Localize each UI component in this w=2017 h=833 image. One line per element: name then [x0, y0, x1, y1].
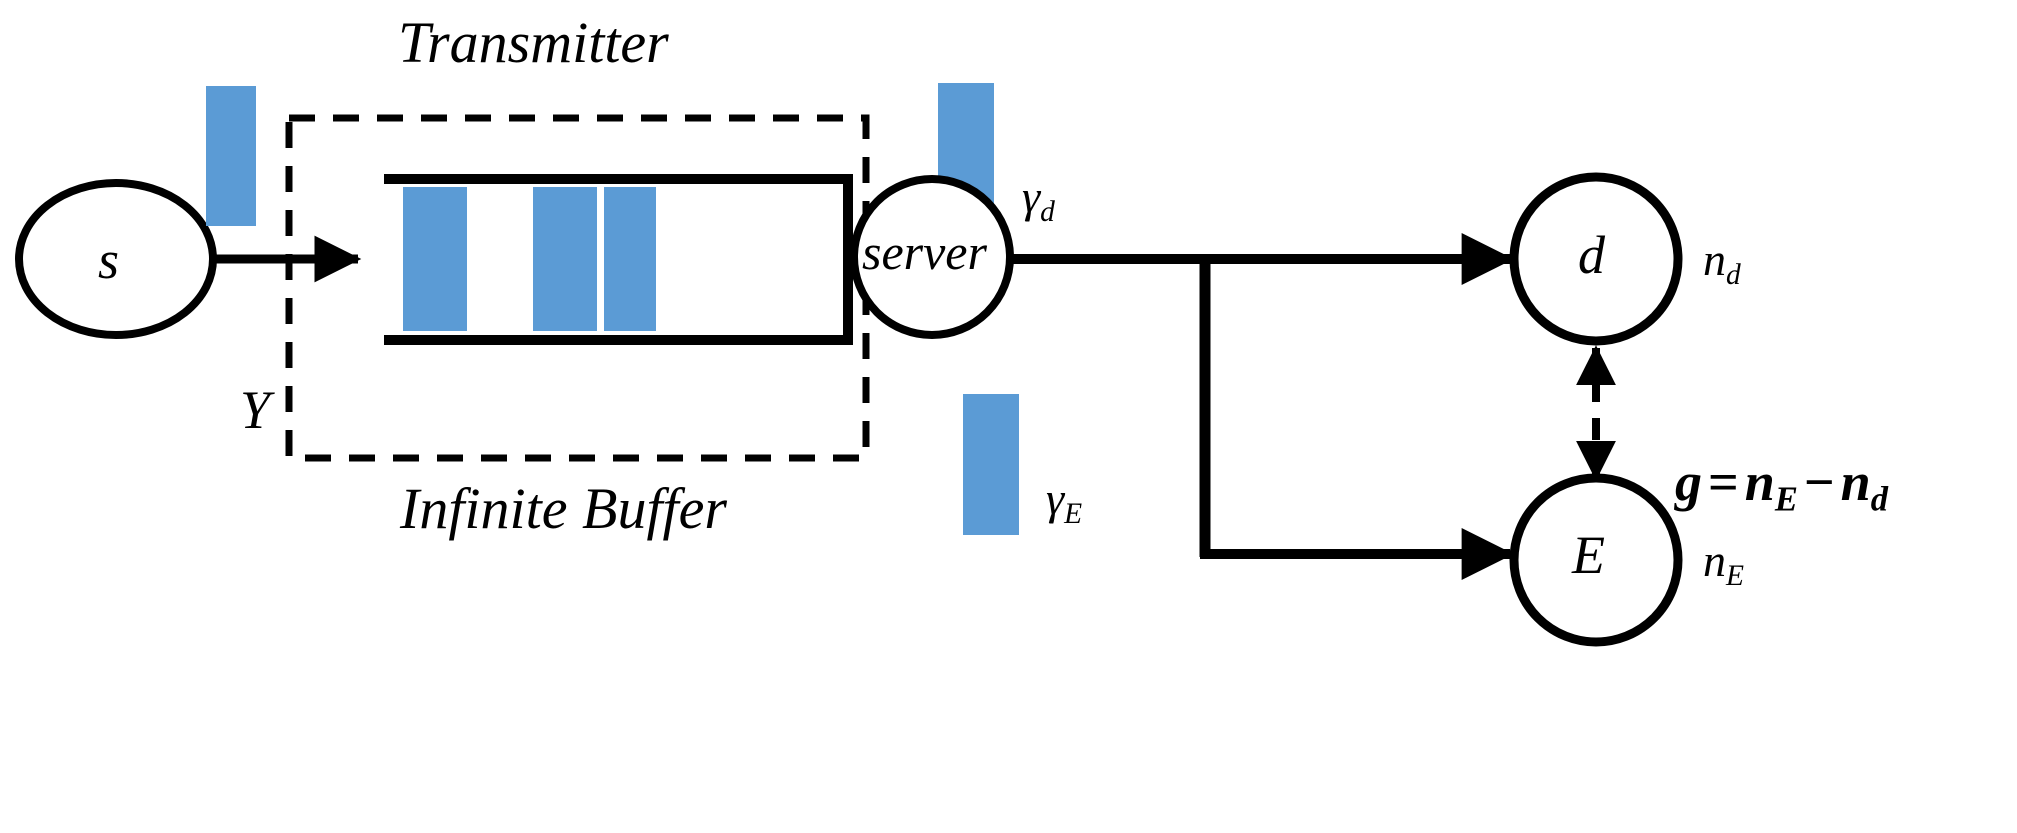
node-server-label: server	[862, 224, 987, 280]
equation-equals-sign: =	[1708, 452, 1739, 512]
n-E-subscript: E	[1726, 559, 1744, 592]
n-E-label: nE	[1703, 538, 1744, 591]
equation-g-term: g	[1675, 452, 1702, 512]
gamma-d-base: γ	[1022, 171, 1041, 222]
equation-nd-base: n	[1840, 452, 1871, 512]
gamma-E-base: γ	[1046, 473, 1065, 524]
node-source-label: s	[98, 230, 120, 290]
node-destination-circle[interactable]	[1509, 172, 1683, 346]
transmitter-dashed-box	[285, 114, 870, 462]
gamma-d-subscript: d	[1040, 195, 1055, 228]
equation-g-definition: g=nE−nd	[1675, 455, 1888, 517]
equation-nE-subscript: E	[1774, 480, 1798, 519]
node-eavesdropper-label: E	[1572, 525, 1605, 585]
gamma-E-label: γE	[1046, 476, 1082, 529]
buffer-packet-3	[604, 187, 656, 331]
node-destination-label: d	[1578, 225, 1605, 285]
n-d-label: nd	[1703, 237, 1741, 290]
infinite-buffer-label: Infinite Buffer	[400, 476, 727, 541]
gamma-d-label: γd	[1022, 174, 1055, 227]
n-E-base: n	[1703, 535, 1726, 586]
transmitter-title: Transmitter	[398, 10, 669, 75]
gamma-E-subscript: E	[1064, 497, 1083, 530]
equation-minus-sign: −	[1803, 452, 1835, 512]
equation-nd-subscript: d	[1870, 480, 1888, 519]
buffer-packet-1	[403, 187, 467, 331]
packet-at-source	[206, 86, 256, 226]
n-d-base: n	[1703, 234, 1726, 285]
buffer-outline	[384, 174, 853, 345]
equation-nE-base: n	[1744, 452, 1775, 512]
n-d-subscript: d	[1726, 258, 1741, 291]
arrival-rate-label: Y	[240, 380, 271, 440]
packet-on-eavesdropper-link	[963, 394, 1019, 535]
buffer-packet-2	[533, 187, 597, 331]
